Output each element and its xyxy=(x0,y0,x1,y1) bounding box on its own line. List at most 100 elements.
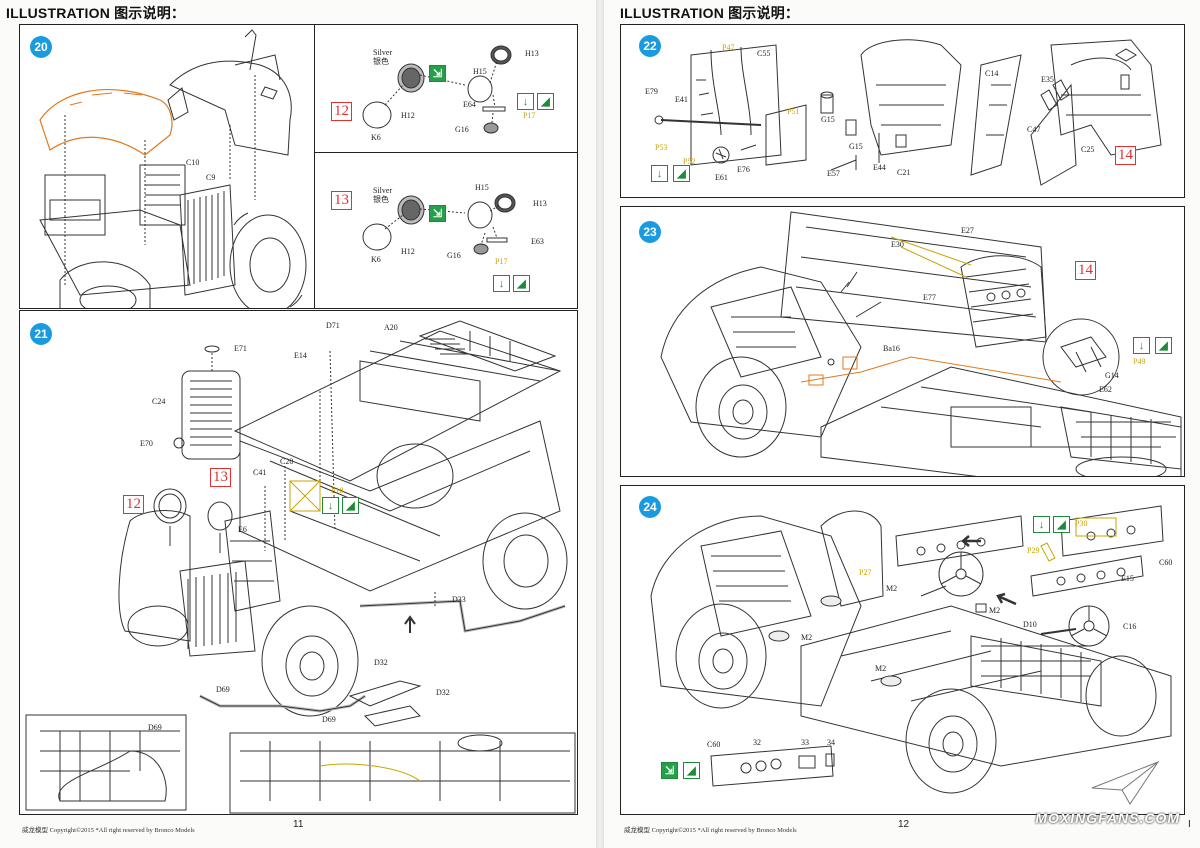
glue-icon: ↓ xyxy=(322,497,339,514)
label-e41: E41 xyxy=(675,95,688,104)
label-c60: C60 xyxy=(1159,558,1173,567)
paint-icon: ⇲ xyxy=(429,205,446,222)
ref-13-box: 13 xyxy=(331,191,352,210)
label-e57: E57 xyxy=(827,169,840,178)
step-24-drawing xyxy=(650,505,1172,794)
paint-brush-icon: ◢ xyxy=(1053,516,1070,533)
silver-cn-12: 银色 xyxy=(373,57,389,66)
label-h13: H13 xyxy=(525,49,539,58)
label-e6: E6 xyxy=(238,525,247,534)
label-h12: H12 xyxy=(401,247,415,256)
label-c10: C10 xyxy=(186,158,200,167)
label-d69-bottom: D69 xyxy=(322,715,336,724)
label-e71: E71 xyxy=(234,344,247,353)
ref-12-box: 12 xyxy=(331,102,352,121)
paint-brush-icon: ◢ xyxy=(673,165,690,182)
label-m2-upper: M2 xyxy=(886,584,898,593)
label-p27: P27 xyxy=(859,568,872,577)
label-d32-upper: D32 xyxy=(374,658,388,667)
label-e79: E79 xyxy=(645,87,658,96)
ref-14-box: 14 xyxy=(1075,261,1096,280)
paint-brush-icon: ◢ xyxy=(683,762,700,779)
label-h15: H15 xyxy=(473,67,487,76)
label-d33: D33 xyxy=(452,595,466,604)
label-g14: G14 xyxy=(1105,371,1119,380)
glue-icon: ↓ xyxy=(1033,516,1050,533)
label-g15-right: G15 xyxy=(849,142,863,151)
step-23-drawing xyxy=(660,211,1182,476)
label-p52: P52 xyxy=(683,157,696,166)
label-c25: C25 xyxy=(1081,145,1095,154)
step-22-panel: 22 14 P47 C55 E79 E41 P51 P53 P52 ↓ ◢ E6… xyxy=(620,24,1185,198)
step-20-drawing xyxy=(39,29,307,308)
label-m2-right: M2 xyxy=(989,606,1001,615)
label-c47: C47 xyxy=(1027,125,1041,134)
paint-icon: ⇲ xyxy=(661,762,678,779)
label-h15: H15 xyxy=(475,183,489,192)
step-24-panel: 24 ↓ ◢ P30 P29 C60 E15 P27 M2 M2 M2 M2 D… xyxy=(620,485,1185,815)
label-c21: C21 xyxy=(897,168,911,177)
glue-icon: ↓ xyxy=(517,93,534,110)
label-ba16: Ba16 xyxy=(883,344,900,353)
callout-33: 33 xyxy=(801,738,809,747)
label-e64: E64 xyxy=(463,100,476,109)
label-e35: E35 xyxy=(1041,75,1054,84)
label-d71: D71 xyxy=(326,321,340,330)
step-20-panel: 20 C10 C9 xyxy=(19,24,315,309)
silver-en-13: Silver xyxy=(373,186,393,195)
silver-cn-13: 银色 xyxy=(373,195,389,204)
watermark-text: MOXINGFANS.COM xyxy=(1035,810,1180,826)
paint-brush-icon: ◢ xyxy=(1155,337,1172,354)
label-g15-left: G15 xyxy=(821,115,835,124)
label-m2-lower: M2 xyxy=(875,664,887,673)
step-20-badge: 20 xyxy=(30,36,52,58)
label-k6: K6 xyxy=(371,255,381,264)
label-p18: P18 xyxy=(331,486,344,495)
headlight-12-drawing xyxy=(362,45,512,134)
label-h12: H12 xyxy=(401,111,415,120)
label-p53: P53 xyxy=(655,143,668,152)
label-c41: C41 xyxy=(253,468,267,477)
label-e61: E61 xyxy=(715,173,728,182)
label-e70: E70 xyxy=(140,439,153,448)
right-page: ILLUSTRATION 图示说明： xyxy=(604,0,1200,848)
paint-icon: ⇲ xyxy=(429,65,446,82)
label-d10: D10 xyxy=(1023,620,1037,629)
label-m2-left: M2 xyxy=(801,633,813,642)
subassembly-12-panel: 12 Silver 银色 ⇲ K6 H12 H15 H13 E64 G16 P1… xyxy=(314,24,578,153)
label-c24: C24 xyxy=(152,397,166,406)
step-22-badge: 22 xyxy=(639,35,661,57)
left-page: ILLUSTRATION 图示说明： xyxy=(0,0,596,848)
left-footer-copyright: 威龙模型 Copyright©2015 *All right reserved … xyxy=(22,827,195,834)
label-d69-left: D69 xyxy=(216,685,230,694)
silver-label-13: Silver 银色 xyxy=(373,186,392,204)
step-21-drawing xyxy=(25,320,576,814)
glue-icon: ↓ xyxy=(1133,337,1150,354)
label-c9: C9 xyxy=(206,173,216,182)
ref-13-box: 13 xyxy=(210,468,231,487)
label-k6: K6 xyxy=(371,133,381,142)
silver-label-12: Silver 银色 xyxy=(373,48,392,66)
label-a20: A20 xyxy=(384,323,398,332)
label-c60-inset: C60 xyxy=(707,740,721,749)
label-d69-inset: D69 xyxy=(148,723,162,732)
label-p30: P30 xyxy=(1075,519,1088,528)
subassembly-13-panel: 13 Silver 银色 ⇲ K6 H12 H15 H13 E63 G16 P1… xyxy=(314,152,578,309)
label-e77: E77 xyxy=(923,293,936,302)
label-p47: P47 xyxy=(722,43,735,52)
label-e76: E76 xyxy=(737,165,750,174)
paint-brush-icon: ◢ xyxy=(513,275,530,292)
label-e62: E62 xyxy=(1099,385,1112,394)
left-page-number: 11 xyxy=(293,819,304,830)
step-23-badge: 23 xyxy=(639,221,661,243)
step-23-panel: 23 14 E27 E30 E77 Ba16 ↓ ◢ P49 G14 E62 xyxy=(620,206,1185,477)
label-e44: E44 xyxy=(873,163,886,172)
right-page-number: 12 xyxy=(898,819,910,830)
label-h13: H13 xyxy=(533,199,547,208)
paint-brush-icon: ◢ xyxy=(537,93,554,110)
label-c55: C55 xyxy=(757,49,771,58)
label-c16: C16 xyxy=(1123,622,1137,631)
label-e15: E15 xyxy=(1121,574,1134,583)
ref-12-box: 12 xyxy=(123,495,144,514)
glue-icon: ↓ xyxy=(493,275,510,292)
